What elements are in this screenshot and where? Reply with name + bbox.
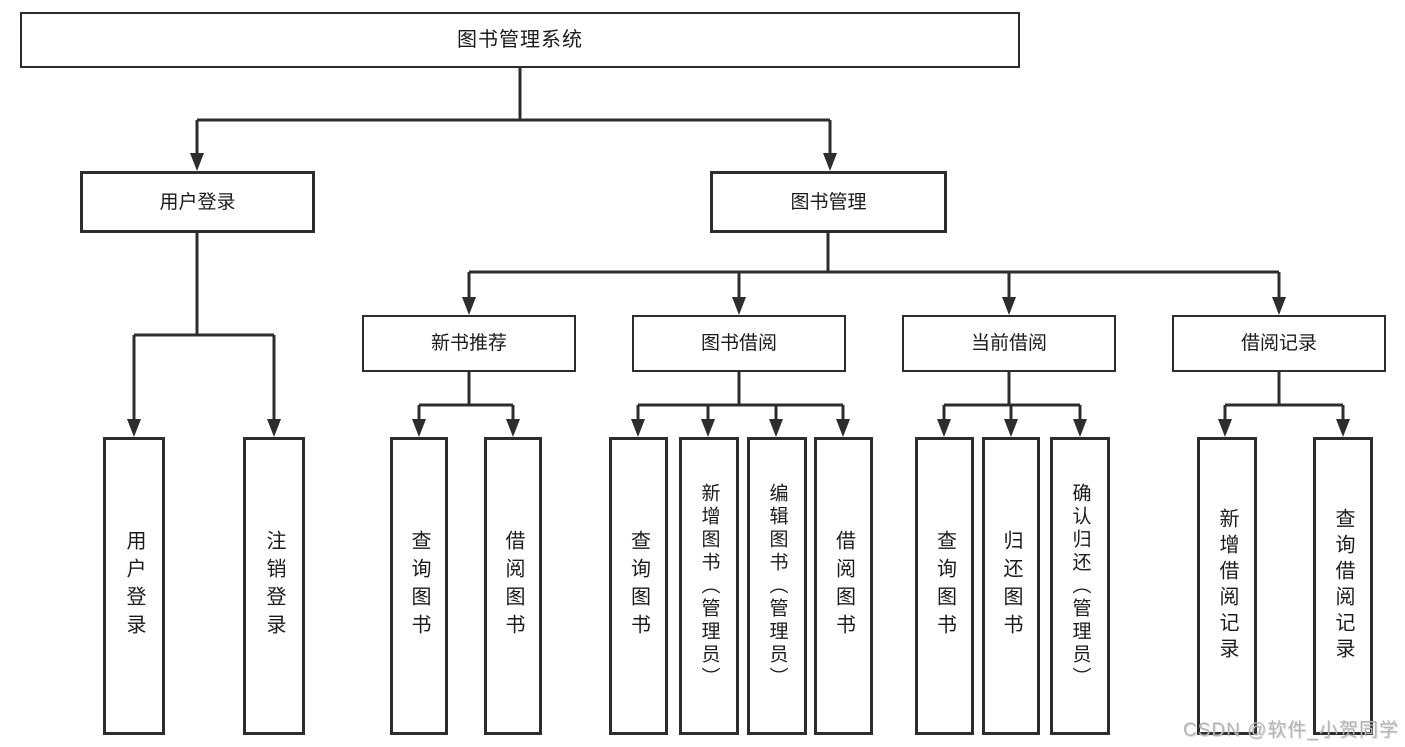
node-root: 图书管理系统 bbox=[20, 12, 1020, 68]
leaf-edit-books-admin: 编辑图书（管理员） bbox=[747, 437, 807, 735]
node-book-borrowing: 图书借阅 bbox=[632, 315, 846, 372]
leaf-borrow-books-1: 借阅图书 bbox=[484, 437, 542, 735]
leaf-logout-label: 注销登录 bbox=[263, 530, 285, 642]
node-current-borrowing: 当前借阅 bbox=[902, 315, 1116, 372]
leaf-add-books-admin: 新增图书（管理员） bbox=[679, 437, 739, 735]
leaf-add-borrow-record-label: 新增借阅记录 bbox=[1216, 508, 1238, 664]
leaf-borrow-books-2-label: 借阅图书 bbox=[832, 530, 855, 642]
leaf-add-borrow-record: 新增借阅记录 bbox=[1197, 437, 1257, 735]
leaf-borrow-books-2: 借阅图书 bbox=[814, 437, 873, 735]
leaf-query-books-3-label: 查询图书 bbox=[933, 530, 956, 642]
node-root-label: 图书管理系统 bbox=[457, 29, 583, 51]
leaf-return-books: 归还图书 bbox=[982, 437, 1040, 735]
node-book-management: 图书管理 bbox=[710, 171, 947, 233]
leaf-add-books-admin-label: 新增图书（管理员） bbox=[698, 482, 720, 690]
node-user-login: 用户登录 bbox=[80, 171, 315, 233]
leaf-query-books-2: 查询图书 bbox=[609, 437, 668, 735]
leaf-query-books-3: 查询图书 bbox=[915, 437, 974, 735]
leaf-confirm-return-admin-label: 确认归还（管理员） bbox=[1069, 482, 1091, 690]
leaf-query-borrow-record-label: 查询借阅记录 bbox=[1332, 508, 1354, 664]
leaf-query-books-1: 查询图书 bbox=[390, 437, 448, 735]
leaf-query-borrow-record: 查询借阅记录 bbox=[1313, 437, 1373, 735]
node-new-book-recommendation-label: 新书推荐 bbox=[430, 333, 507, 354]
leaf-query-books-1-label: 查询图书 bbox=[408, 530, 430, 642]
leaf-borrow-books-1-label: 借阅图书 bbox=[502, 530, 524, 642]
leaf-confirm-return-admin: 确认归还（管理员） bbox=[1050, 437, 1110, 735]
node-current-borrowing-label: 当前借阅 bbox=[970, 333, 1047, 354]
leaf-user-login: 用户登录 bbox=[103, 437, 165, 735]
leaf-logout: 注销登录 bbox=[243, 437, 305, 735]
node-borrowing-records-label: 借阅记录 bbox=[1240, 333, 1317, 354]
node-new-book-recommendation: 新书推荐 bbox=[362, 315, 576, 372]
leaf-query-books-2-label: 查询图书 bbox=[627, 530, 650, 642]
node-book-borrowing-label: 图书借阅 bbox=[700, 333, 777, 354]
leaf-return-books-label: 归还图书 bbox=[1000, 530, 1022, 642]
node-user-login-label: 用户登录 bbox=[159, 191, 236, 213]
node-borrowing-records: 借阅记录 bbox=[1172, 315, 1386, 372]
leaf-edit-books-admin-label: 编辑图书（管理员） bbox=[766, 482, 788, 690]
leaf-user-login-label: 用户登录 bbox=[123, 530, 145, 642]
node-book-management-label: 图书管理 bbox=[790, 191, 867, 213]
csdn-watermark: CSDN @软件_小贺同学 bbox=[1183, 720, 1399, 741]
